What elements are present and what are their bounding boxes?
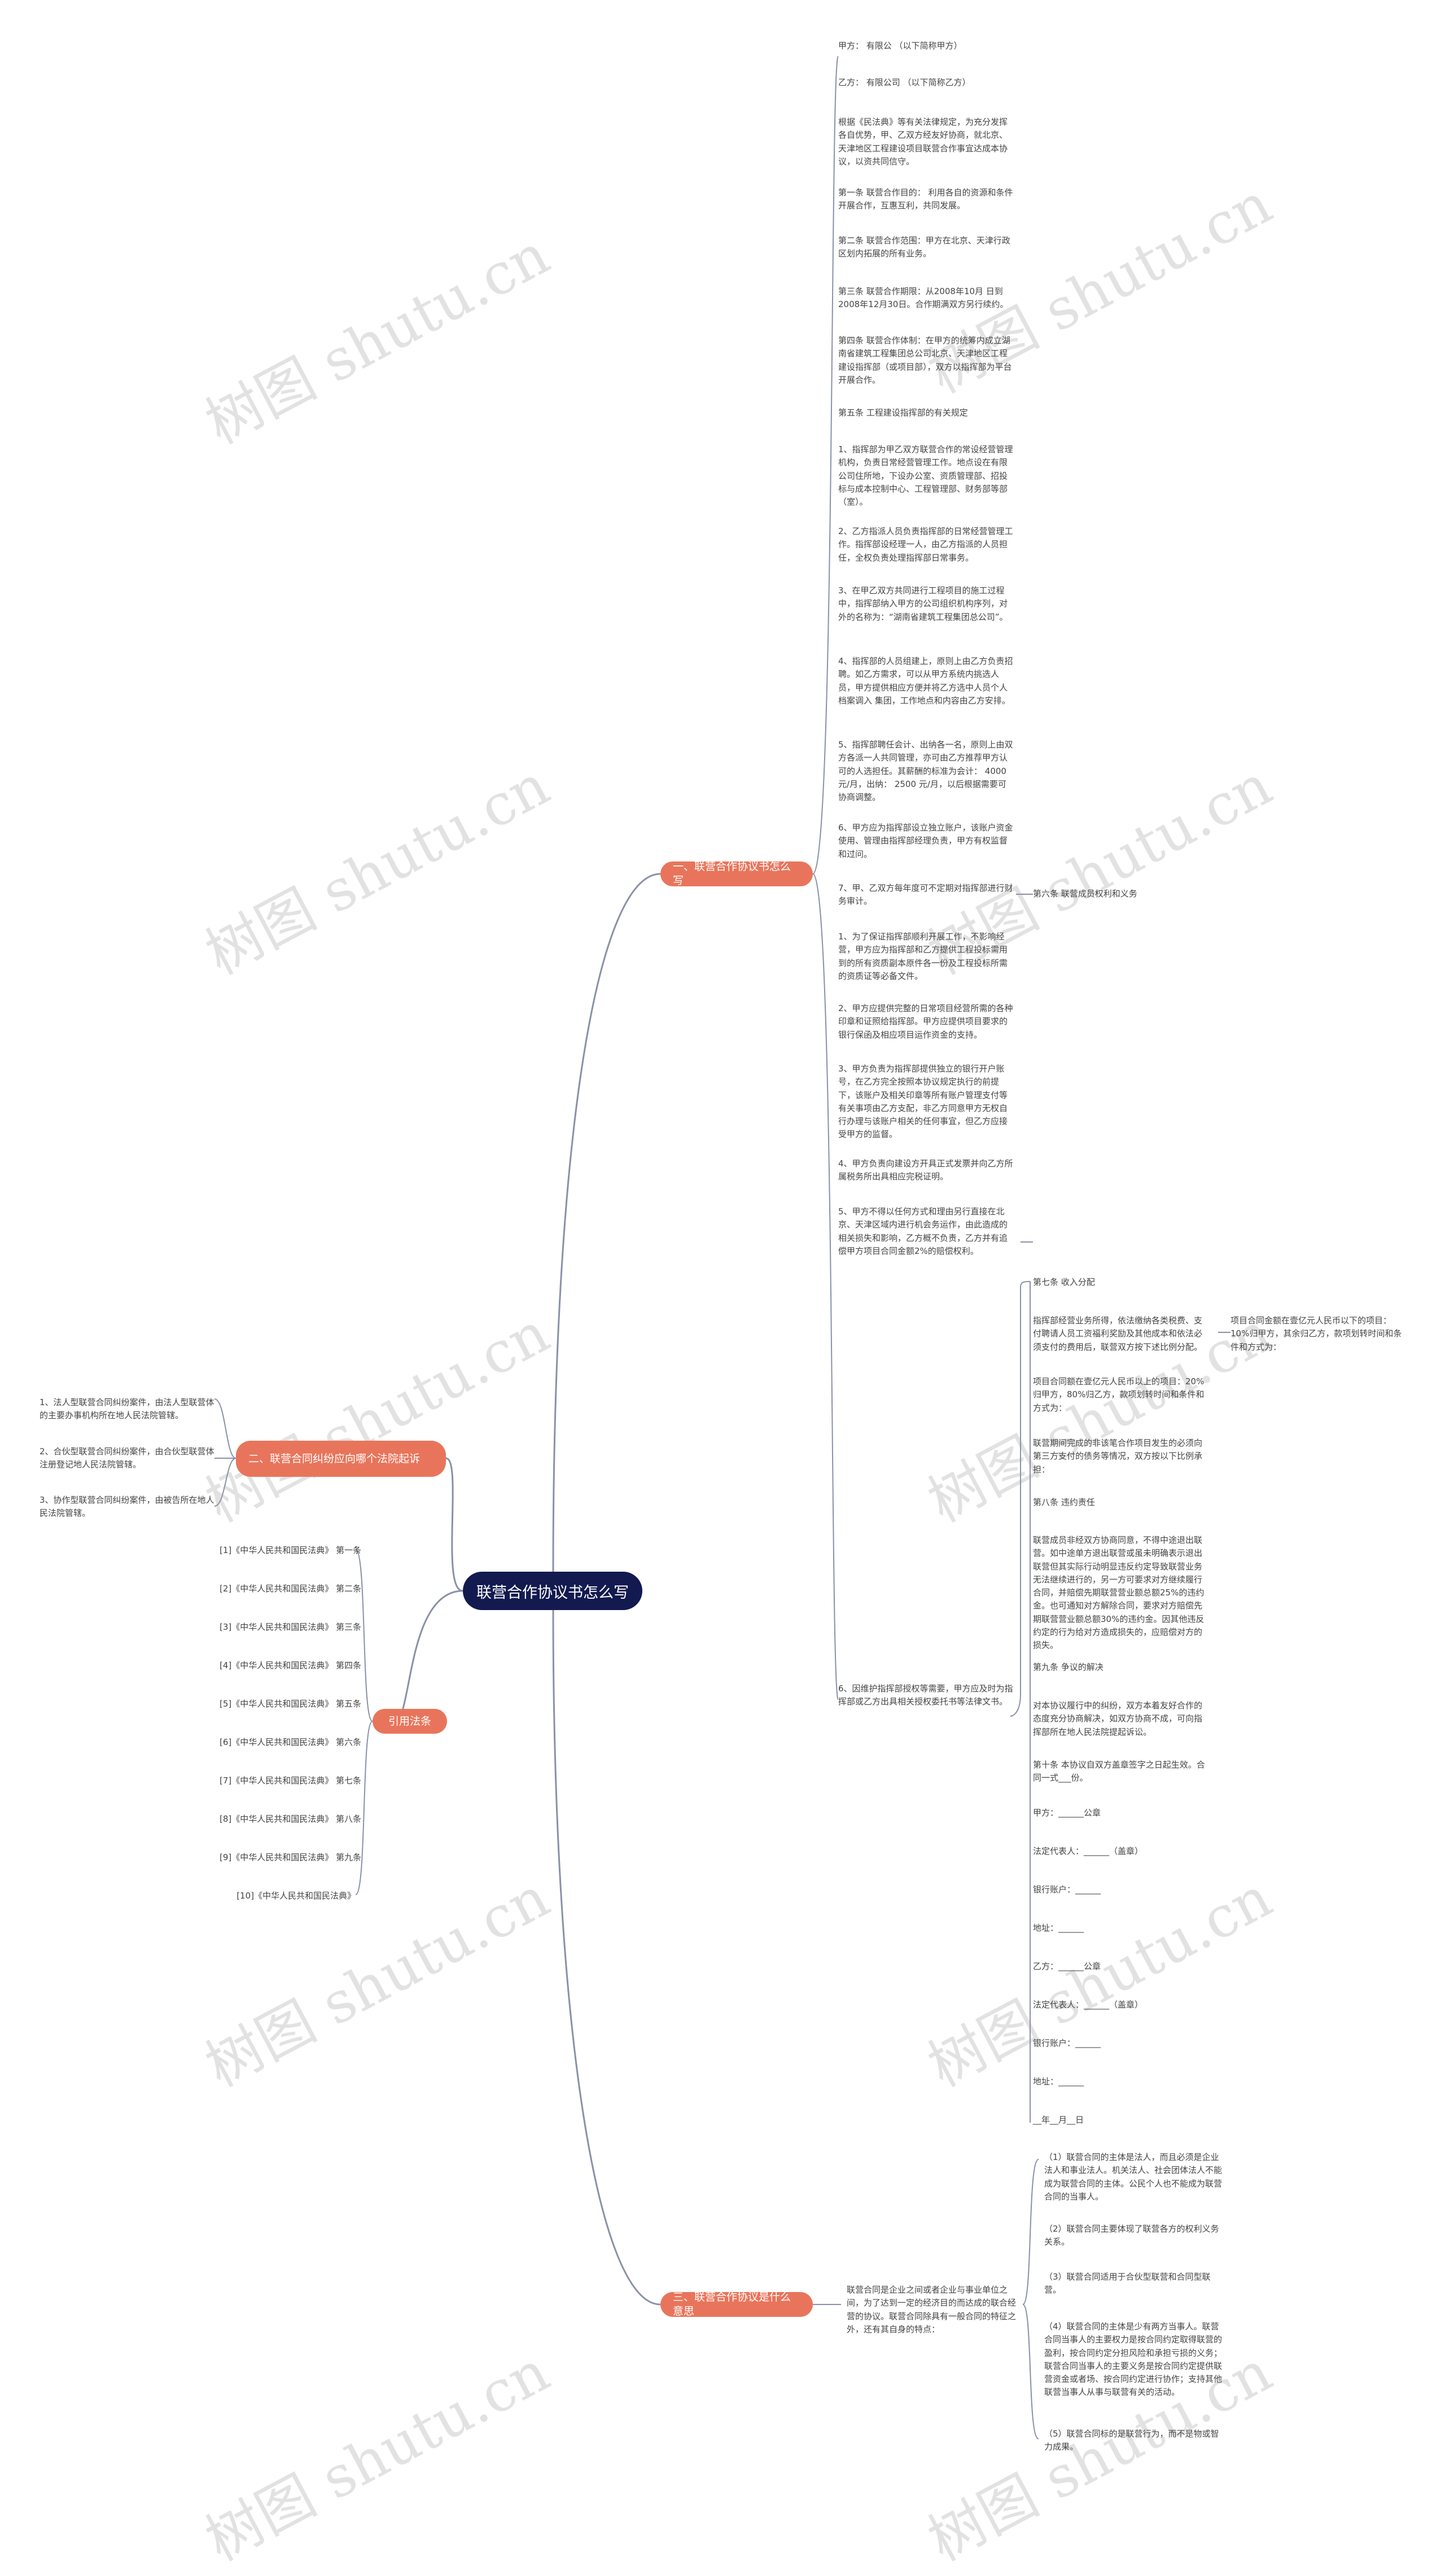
law-ref-2: [2]《中华人民共和国民法典》 第二条 <box>219 1584 361 1594</box>
article-10: 第十条 本协议自双方盖章签字之日起生效。合同一式___份。 <box>1033 1760 1205 1783</box>
article-7-debt: 联营期间完成的非该笔合作项目发生的必须向第三方支付的债务等情况，双方按以下比例承… <box>1033 1438 1203 1475</box>
meaning-point-3: （3）联营合同适用于合伙型联营和合同型联营。 <box>1044 2272 1211 2295</box>
law-ref-9: [9]《中华人民共和国民法典》 第九条 <box>219 1852 361 1862</box>
article-7-title: 第七条 收入分配 <box>1033 1277 1095 1287</box>
connector-lines <box>214 56 1231 2439</box>
article-7-below: 项目合同金额在壹亿元人民币以下的项目：10%归甲方，其余归乙方，款项划转时间和条… <box>1231 1315 1402 1352</box>
leaf-article-3: 第三条 联营合作期限：从2008年10月 日到2008年12月30日。合作期满双… <box>838 286 1009 310</box>
leaf-hq-6: 6、甲方应为指挥部设立独立账户，该账户资金使用、管理由指挥部经理负责，甲方有权监… <box>838 823 1013 859</box>
article-7-body: 指挥部经营业务所得，依法缴纳各类税费、支付聘请人员工资福利奖励及其他成本和依法必… <box>1033 1315 1203 1352</box>
leaf-preamble: 根据《民法典》等有关法律规定，为充分发挥各自优势，甲、乙双方经友好协商，就北京、… <box>838 117 1008 167</box>
law-ref-3: [3]《中华人民共和国民法典》 第三条 <box>219 1622 361 1632</box>
meaning-point-4: （4）联营合同的主体是少有两方当事人。联营合同当事人的主要权力是按合同约定取得联… <box>1044 2321 1223 2398</box>
leaf-article-4: 第四条 联营合作体制：在甲方的统筹内成立湖南省建筑工程集团总公司北京、天津地区工… <box>838 335 1012 385</box>
meaning-point-2: （2）联营合同主要体现了联营各方的权利义务关系。 <box>1044 2224 1219 2247</box>
article-8-title: 第八条 违约责任 <box>1033 1497 1095 1507</box>
meaning-point-1: （1）联营合同的主体是法人，而且必须是企业法人和事业法人。机关法人、社会团体法人… <box>1044 2152 1223 2202</box>
root-node[interactable]: 联营合作协议书怎么写 <box>463 1572 642 1610</box>
court-item-2: 2、合伙型联营合同纠纷案件，由合伙型联营体注册登记地人民法院管辖。 <box>40 1446 214 1470</box>
sign-bank-a: 银行账户：______ <box>1033 1884 1101 1895</box>
article-9-title: 第九条 争议的解决 <box>1033 1662 1104 1672</box>
leaf-hq-7: 7、甲、乙双方每年度可不定期对指挥部进行财务审计。 <box>838 883 1013 907</box>
leaf-hq-1: 1、指挥部为甲乙双方联营合作的常设经营管理机构，负责日常经营管理工作。地点设在有… <box>838 444 1013 507</box>
sign-party-a: 甲方：______公章 <box>1033 1808 1101 1818</box>
law-ref-4: [4]《中华人民共和国民法典》 第四条 <box>219 1660 361 1670</box>
sign-bank-b: 银行账户：______ <box>1033 2038 1101 2048</box>
sign-rep-b: 法定代表人：______（盖章） <box>1033 2000 1144 2010</box>
leaf-rights-5: 5、甲方不得以任何方式和理由另行直接在北京、天津区域内进行机会务运作，由此造成的… <box>838 1206 1008 1256</box>
meaning-point-5: （5）联营合同标的是联营行为，而不是物或智力成果。 <box>1044 2429 1219 2452</box>
leaf-article-5: 第五条 工程建设指挥部的有关规定 <box>838 408 968 418</box>
leaf-rights-1: 1、为了保证指挥部顺利开展工作，不影响经营，甲方应为指挥部和乙方提供工程投标需用… <box>838 931 1008 981</box>
leaf-hq-4: 4、指挥部的人员组建上，原则上由乙方负责招聘。如乙方需求，可以从甲方系统内挑选人… <box>838 656 1013 706</box>
leaf-party-a: 甲方： 有限公 （以下简称甲方） <box>838 41 962 51</box>
sign-party-b: 乙方：______公章 <box>1033 1961 1101 1971</box>
branch-cited-laws[interactable]: 引用法条 <box>373 1709 447 1734</box>
branch-court-jurisdiction[interactable]: 二、联营合同纠纷应向哪个法院起诉 <box>236 1441 446 1477</box>
article-6-title: 第六条 联营成员权利和义务 <box>1033 889 1137 899</box>
law-ref-5: [5]《中华人民共和国民法典》 第五条 <box>219 1699 361 1709</box>
leaf-rights-6: 6、因维护指挥部授权等需要，甲方应及时为指挥部或乙方出具相关授权委托书等法律文书… <box>838 1683 1013 1707</box>
leaf-rights-2: 2、甲方应提供完整的日常项目经营所需的各种印章和证照给指挥部。甲方应提供项目要求… <box>838 1003 1013 1040</box>
article-7-above: 项目合同额在壹亿元人民币以上的项目：20%归甲方，80%归乙方，款项划转时间和条… <box>1033 1376 1205 1413</box>
law-ref-6: [6]《中华人民共和国民法典》 第六条 <box>219 1737 361 1747</box>
meaning-summary: 联营合同是企业之间或者企业与事业单位之间，为了达到一定的经济目的而达成的联合经营… <box>847 2285 1017 2334</box>
leaf-rights-4: 4、甲方负责向建设方开具正式发票并向乙方所属税务所出具相应完税证明。 <box>838 1158 1013 1182</box>
sign-address-a: 地址：______ <box>1033 1923 1084 1933</box>
leaf-hq-2: 2、乙方指派人员负责指挥部的日常经营管理工作。指挥部设经理一人，由乙方指派的人员… <box>838 526 1013 563</box>
court-item-1: 1、法人型联营合同纠纷案件，由法人型联营体的主要办事机构所在地人民法院管辖。 <box>40 1397 214 1421</box>
law-ref-10: [10]《中华人民共和国民法典》 <box>237 1891 356 1901</box>
leaf-party-b: 乙方： 有限公司 （以下简称乙方） <box>838 77 971 88</box>
court-item-3: 3、协作型联营合同纠纷案件，由被告所在地人民法院管辖。 <box>40 1495 214 1519</box>
article-9-body: 对本协议履行中的纠纷，双方本着友好合作的态度充分协商解决，如双方协商不成，可向指… <box>1033 1700 1203 1737</box>
law-ref-8: [8]《中华人民共和国民法典》 第八条 <box>219 1814 361 1824</box>
leaf-article-1: 第一条 联营合作目的： 利用各自的资源和条件开展合作，互惠互利，共同发展。 <box>838 187 1013 211</box>
leaf-hq-3: 3、在甲乙双方共同进行工程项目的施工过程中，指挥部纳入甲方的公司组织机构序列，对… <box>838 585 1008 622</box>
sign-address-b: 地址：______ <box>1033 2076 1084 2087</box>
sign-rep-a: 法定代表人：______（盖章） <box>1033 1846 1144 1856</box>
article-8-body: 联营成员非经双方协商同意，不得中途退出联营。如中途单方退出联营或虽未明确表示退出… <box>1033 1535 1205 1650</box>
branch-meaning[interactable]: 三、联营合作协议是什么意思 <box>660 2291 813 2317</box>
branch-how-to-write[interactable]: 一、联营合作协议书怎么写 <box>660 860 813 887</box>
sign-date: __年__月__日 <box>1033 2115 1084 2125</box>
law-ref-1: [1]《中华人民共和国民法典》 第一条 <box>219 1545 361 1555</box>
leaf-rights-3: 3、甲方负责为指挥部提供独立的银行开户账号，在乙方完全按照本协议规定执行的前提下… <box>838 1064 1008 1140</box>
law-ref-7: [7]《中华人民共和国民法典》 第七条 <box>219 1775 361 1786</box>
leaf-hq-5: 5、指挥部聘任会计、出纳各一名，原则上由双方各派一人共同管理，亦可由乙方推荐甲方… <box>838 740 1013 802</box>
leaf-article-2: 第二条 联营合作范围：甲方在北京、天津行政区划内拓展的所有业务。 <box>838 235 1010 259</box>
